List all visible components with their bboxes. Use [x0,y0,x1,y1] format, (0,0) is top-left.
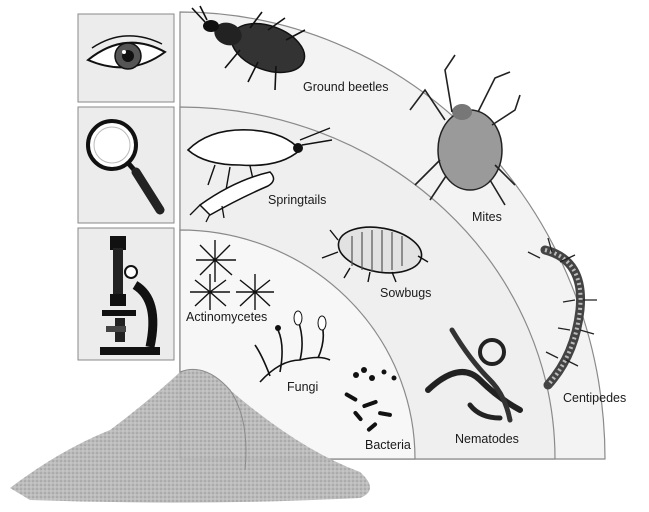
label-nematodes: Nematodes [455,432,519,446]
label-mites: Mites [472,210,502,224]
label-springtails: Springtails [268,193,326,207]
label-actinomycetes: Actinomycetes [186,310,267,324]
label-fungi: Fungi [287,380,318,394]
icon-column [78,14,174,360]
label-ground-beetles: Ground beetles [303,80,388,94]
label-sowbugs: Sowbugs [380,286,431,300]
label-centipedes: Centipedes [563,391,626,405]
label-bacteria: Bacteria [365,438,411,452]
